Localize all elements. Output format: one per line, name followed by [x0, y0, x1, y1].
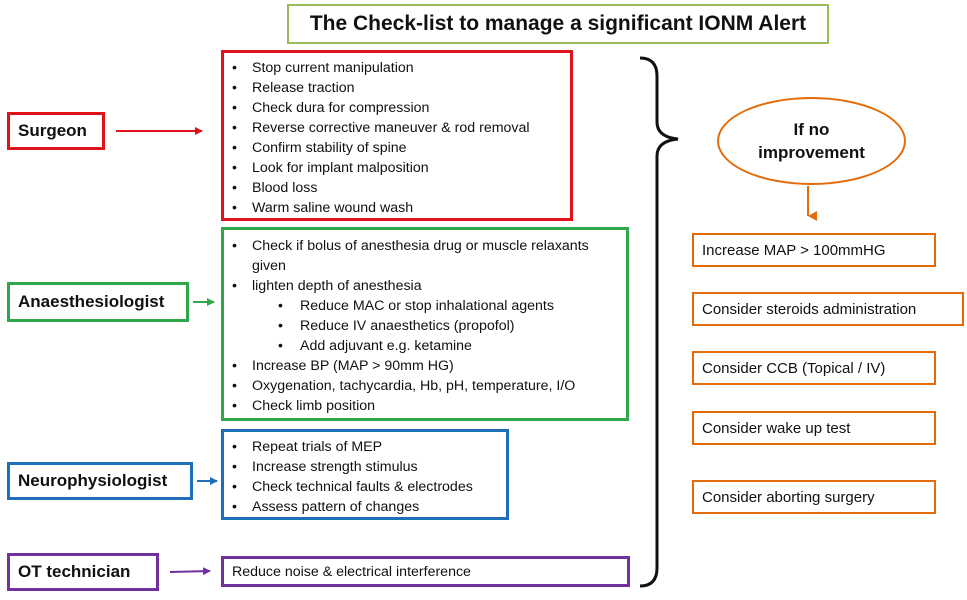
- right-brace: [639, 56, 679, 588]
- ot-technician-task-text: Reduce noise & electrical interference: [232, 563, 471, 580]
- role-ot-technician: OT technician: [7, 553, 159, 591]
- action-ccb: Consider CCB (Topical / IV): [692, 351, 936, 385]
- ot-technician-arrow: [169, 567, 211, 576]
- role-anaesthesiologist: Anaesthesiologist: [7, 282, 189, 322]
- list-item: Check technical faults & electrodes: [224, 477, 506, 497]
- list-item: Reverse corrective maneuver & rod remova…: [224, 118, 570, 138]
- list-subitem: Reduce MAC or stop inhalational agents: [224, 296, 618, 316]
- role-surgeon: Surgeon: [7, 112, 105, 150]
- anaesthesiologist-checklist: Check if bolus of anesthesia drug or mus…: [221, 227, 629, 421]
- list-subitem: Add adjuvant e.g. ketamine: [224, 336, 618, 356]
- list-item: Increase strength stimulus: [224, 457, 506, 477]
- list-item: Oxygenation, tachycardia, Hb, pH, temper…: [224, 376, 618, 396]
- list-item: Release traction: [224, 78, 570, 98]
- list-item: Stop current manipulation: [224, 58, 570, 78]
- surgeon-checklist: Stop current manipulation Release tracti…: [221, 50, 573, 221]
- list-item: Blood loss: [224, 178, 570, 198]
- role-neurophysiologist: Neurophysiologist: [7, 462, 193, 500]
- oval-line-2: improvement: [758, 143, 865, 162]
- action-increase-map: Increase MAP > 100mmHG: [692, 233, 936, 267]
- list-item: Look for implant malposition: [224, 158, 570, 178]
- if-no-improvement-oval: If no improvement: [717, 97, 906, 185]
- action-steroids: Consider steroids administration: [692, 292, 964, 326]
- neurophysiologist-checklist: Repeat trials of MEP Increase strength s…: [221, 429, 509, 520]
- list-item: lighten depth of anesthesia: [224, 276, 618, 296]
- list-item: Increase BP (MAP > 90mm HG): [224, 356, 618, 376]
- list-subitem: Reduce IV anaesthetics (propofol): [224, 316, 618, 336]
- diagram-title: The Check-list to manage a significant I…: [287, 4, 829, 44]
- ot-technician-task: Reduce noise & electrical interference: [221, 556, 630, 587]
- list-item: Confirm stability of spine: [224, 138, 570, 158]
- action-abort-surgery: Consider aborting surgery: [692, 480, 936, 514]
- action-wake-up-test: Consider wake up test: [692, 411, 936, 445]
- list-item: Repeat trials of MEP: [224, 437, 506, 457]
- oval-line-1: If no: [793, 120, 830, 139]
- list-item: Check limb position: [224, 396, 618, 416]
- list-item: Check if bolus of anesthesia drug or mus…: [224, 236, 618, 276]
- list-item: Assess pattern of changes: [224, 497, 506, 517]
- list-item: Check dura for compression: [224, 98, 570, 118]
- list-item: Warm saline wound wash: [224, 198, 570, 218]
